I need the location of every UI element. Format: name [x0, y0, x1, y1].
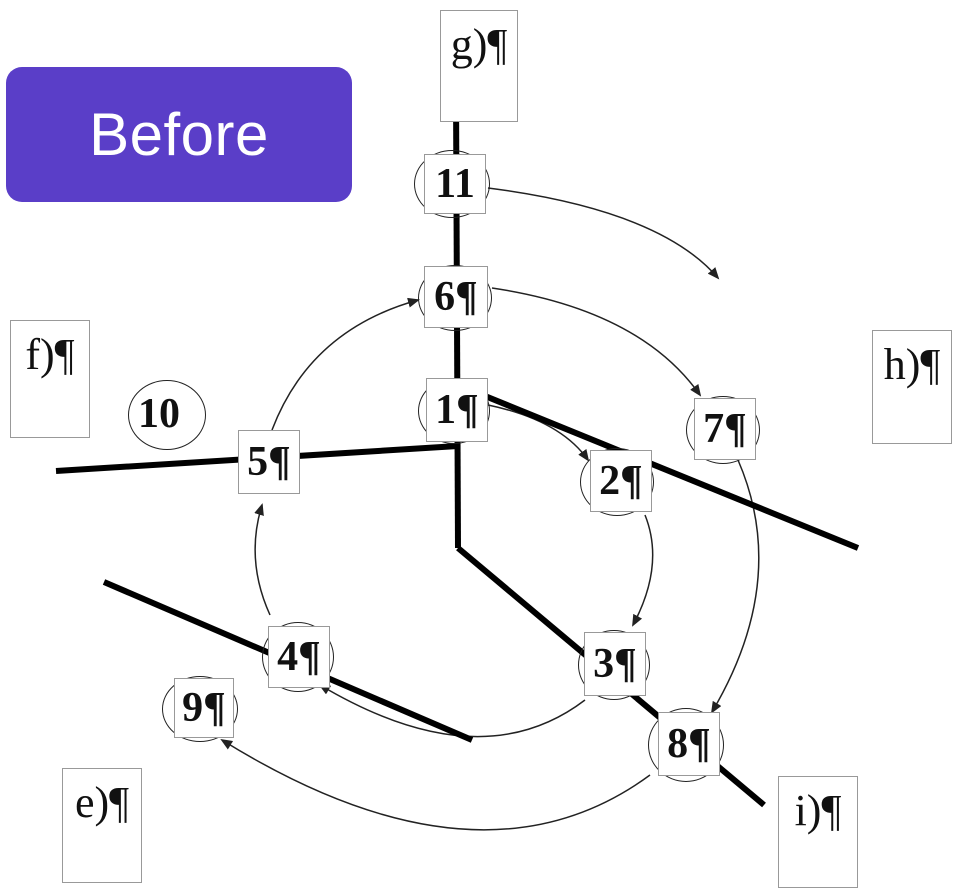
circle-10 [128, 380, 206, 450]
label-h: h)¶ [872, 330, 952, 444]
node-3: 3¶ [584, 632, 646, 696]
node-7: 7¶ [694, 398, 756, 460]
arrow-8-to-9 [220, 738, 651, 831]
label-i: i)¶ [778, 776, 858, 888]
arrow-4-to-5 [254, 503, 271, 616]
arrow-7-to-8 [710, 459, 760, 714]
circle-4 [262, 622, 334, 692]
arrow-1-to-2 [487, 404, 590, 462]
node-6: 6¶ [424, 266, 488, 328]
node-2: 2¶ [590, 450, 652, 512]
node-4: 4¶ [268, 626, 330, 688]
circle-11 [414, 150, 490, 218]
node-8: 8¶ [658, 712, 720, 776]
arrow-5-to-6 [271, 297, 420, 431]
arrow-6-to-7 [491, 287, 702, 397]
label-e: e)¶ [62, 768, 142, 883]
circle-6 [418, 265, 492, 331]
arrow-11-to-right [487, 187, 720, 280]
arrow-2-to-3 [632, 514, 654, 627]
circle-8 [648, 708, 724, 782]
circle-9 [162, 676, 238, 742]
circle-7 [686, 396, 760, 464]
node-1: 1¶ [426, 378, 488, 442]
circle-2 [580, 448, 654, 516]
before-badge-label: Before [89, 101, 269, 168]
label-f: f)¶ [10, 320, 90, 438]
label-g: g)¶ [440, 10, 518, 122]
node-11: 11 [424, 154, 486, 214]
circle-3 [578, 630, 650, 700]
node-9: 9¶ [174, 678, 234, 738]
before-badge: Before [6, 67, 352, 202]
node-5: 5¶ [238, 430, 300, 494]
node-10: 10 [138, 391, 180, 437]
thick-line-to-h [456, 382, 860, 551]
